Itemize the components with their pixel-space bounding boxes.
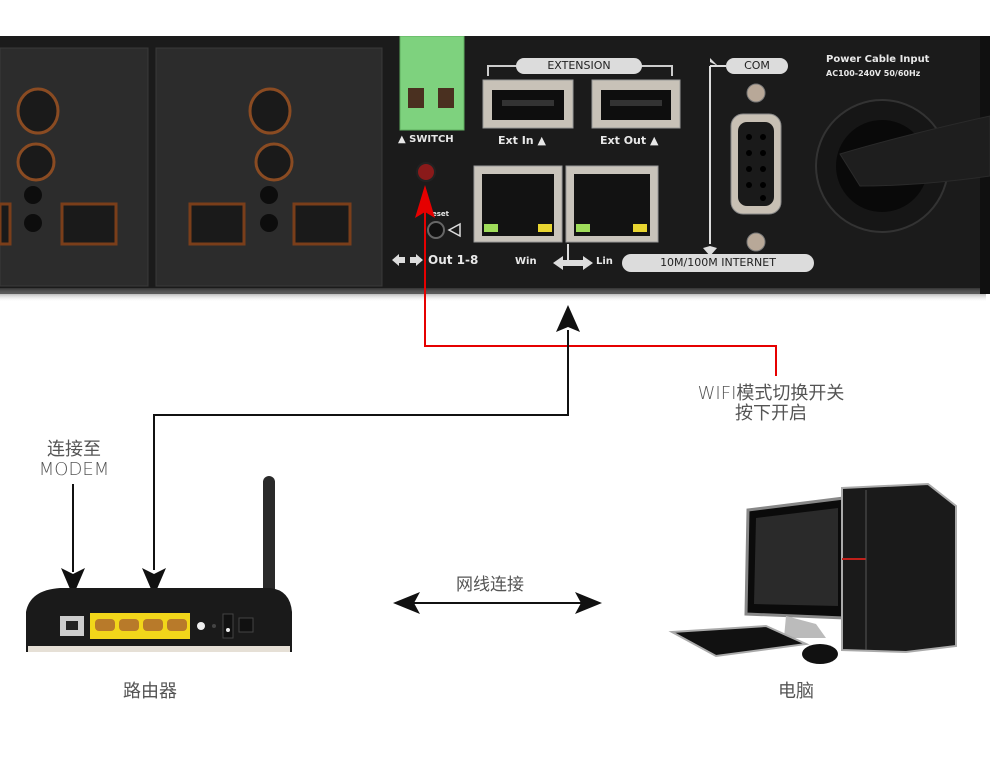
com-serial-port: [730, 113, 782, 215]
ext-in-label: Ext In ▲: [498, 134, 546, 147]
mouse: [802, 644, 838, 664]
ext-in-text: Ext In: [498, 134, 534, 147]
ext-out-label: Ext Out ▲: [600, 134, 659, 147]
cable-arrowhead-left: [393, 592, 420, 614]
pc-tower: [841, 482, 957, 654]
modem-caption-line1: 连接至: [47, 439, 101, 460]
ext-out-text: Ext Out: [600, 134, 647, 147]
router-caption: 路由器: [123, 681, 177, 702]
wifi-switch-caption-line1: WIFI模式切换开关: [697, 383, 845, 404]
switch-label-text: SWITCH: [409, 134, 454, 145]
com-label: COM: [726, 58, 788, 74]
lin-label: Lin: [596, 256, 613, 267]
device-arrowhead: [556, 305, 580, 332]
cable-arrowhead-right: [575, 592, 602, 614]
usb-port-ext-in: [482, 79, 574, 129]
computer-image: [668, 482, 957, 664]
power-title-label: Power Cable Input: [826, 54, 930, 65]
keyboard: [668, 624, 810, 658]
power-cable-grommet: [815, 99, 990, 233]
rj45-port-lin: [565, 165, 659, 243]
outlet-socket: [155, 47, 383, 287]
router-lan-arrowhead: [142, 568, 166, 596]
screw: [746, 83, 766, 103]
win-label: Win: [515, 256, 537, 267]
cable-caption: 网线连接: [456, 575, 524, 595]
modem-caption-line2: MODEM: [38, 459, 110, 480]
out-label: Out 1-8: [428, 253, 479, 267]
power-spec-label: AC100-240V 50/60Hz: [826, 69, 921, 78]
wifi-callout-line: [424, 200, 777, 376]
outlet-socket: [0, 47, 149, 287]
screw: [746, 232, 766, 252]
wifi-callout-arrowhead: [415, 185, 435, 218]
switch-label: ▲ SWITCH: [398, 134, 454, 145]
reset-label: eset: [432, 210, 450, 218]
modem-arrowhead: [61, 568, 85, 596]
modem-caption: 连接至 MODEM: [20, 440, 128, 480]
router-device-line: [153, 330, 569, 570]
rj45-port-win: [473, 165, 563, 243]
reset-button: [427, 221, 445, 239]
device-rear-panel: ▲ SWITCH EXTENSION Ext In ▲ Ext Out ▲ CO…: [0, 36, 990, 302]
wifi-mode-button: [416, 162, 436, 182]
wifi-switch-caption-line2: 按下开启: [735, 403, 807, 424]
internet-label: 10M/100M INTERNET: [622, 254, 814, 272]
wifi-switch-caption: WIFI模式切换开关 按下开启: [676, 384, 866, 424]
usb-port-ext-out: [591, 79, 681, 129]
switch-terminal-block: [399, 36, 465, 131]
computer-caption: 电脑: [778, 681, 814, 702]
extension-label: EXTENSION: [516, 58, 642, 74]
device-chassis: [0, 36, 990, 302]
router-image: [26, 476, 292, 652]
